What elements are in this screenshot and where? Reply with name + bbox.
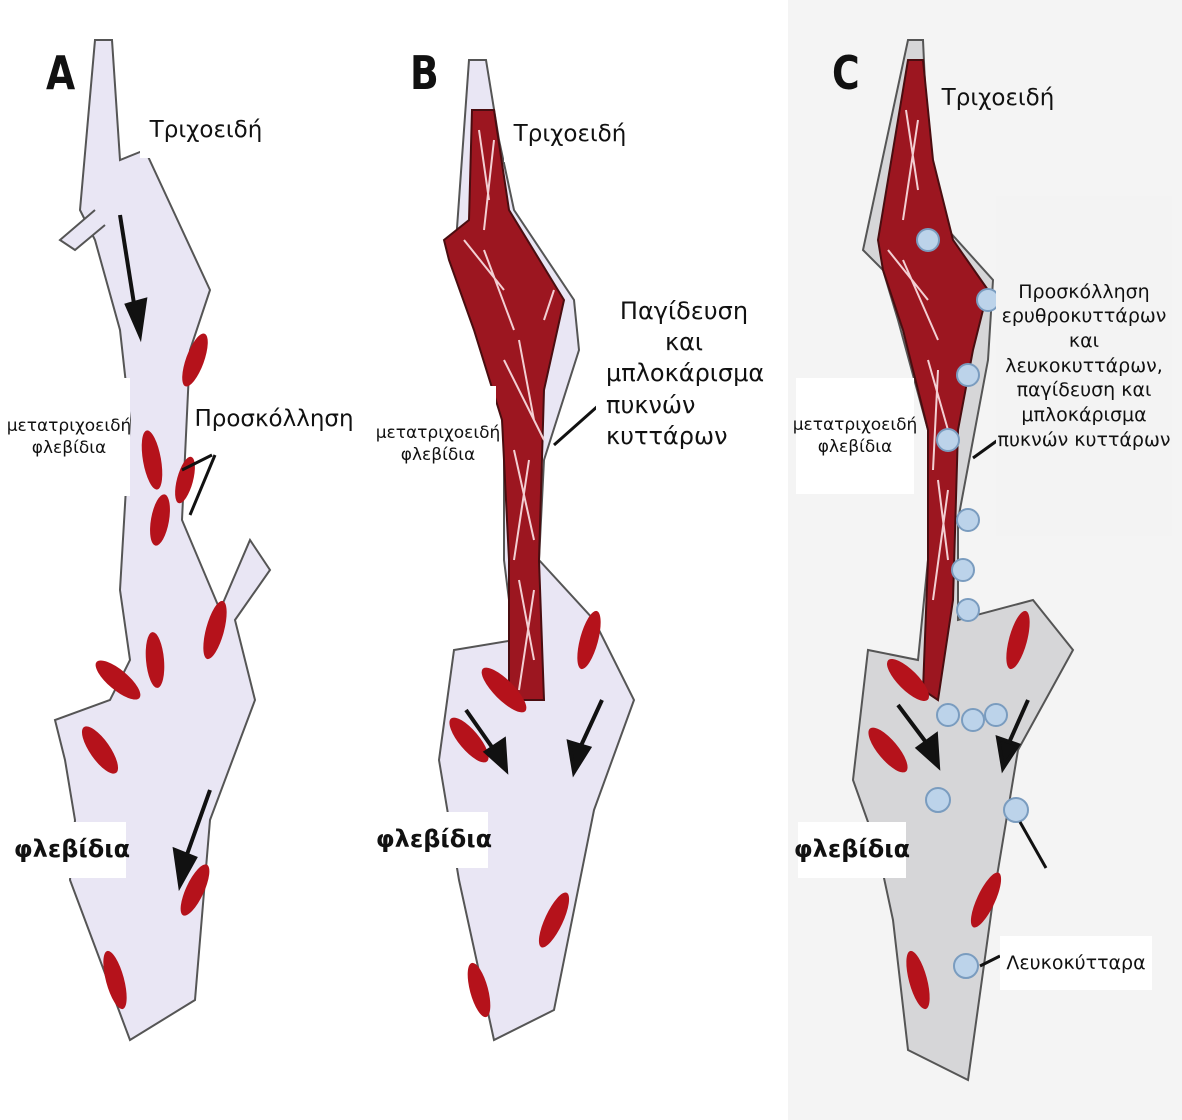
venules-label-a: φλεβίδια xyxy=(18,822,126,878)
pointer-lines-b xyxy=(554,405,599,445)
capillaries-label-c: Τριχοειδή xyxy=(932,72,1064,126)
panel-c: C Τριχοειδή μετατριχοειδή φλεβίδια Προσκ… xyxy=(788,0,1182,1120)
panel-a: A Τριχοειδή μετατριχοειδή φλεβίδια Προσκ… xyxy=(0,0,394,1120)
leukocytes-label-c: Λευκοκύτταρα xyxy=(1000,936,1152,990)
capillaries-label-b: Τριχοειδή xyxy=(504,108,636,162)
panel-letter-b: B xyxy=(410,46,439,100)
postcapillary-venules-label-c: μετατριχοειδή φλεβίδια xyxy=(796,378,914,494)
trapping-label-b: Παγίδευση και μπλοκάρισμα πυκνών κυττάρω… xyxy=(596,286,762,526)
adhesion-label-a: Προσκόλληση xyxy=(200,390,348,450)
venules-label-c: φλεβίδια xyxy=(798,822,906,878)
postcapillary-venules-label-b: μετατριχοειδή φλεβίδια xyxy=(380,386,496,502)
combined-mechanism-label-c: Προσκόλληση ερυθροκυττάρων και λευκοκυττ… xyxy=(996,196,1172,536)
panel-letter-a: A xyxy=(46,46,75,100)
capillaries-label-a: Τριχοειδή xyxy=(140,104,272,158)
panel-b: B Τριχοειδή μετατριχοειδή φλεβίδια Παγίδ… xyxy=(394,0,788,1120)
postcapillary-venules-label-a: μετατριχοειδή φλεβίδια xyxy=(8,378,130,496)
panel-b-illustration xyxy=(394,0,788,1120)
venules-label-b: φλεβίδια xyxy=(380,812,488,868)
panel-a-illustration xyxy=(0,0,394,1120)
panel-letter-c: C xyxy=(832,46,860,100)
